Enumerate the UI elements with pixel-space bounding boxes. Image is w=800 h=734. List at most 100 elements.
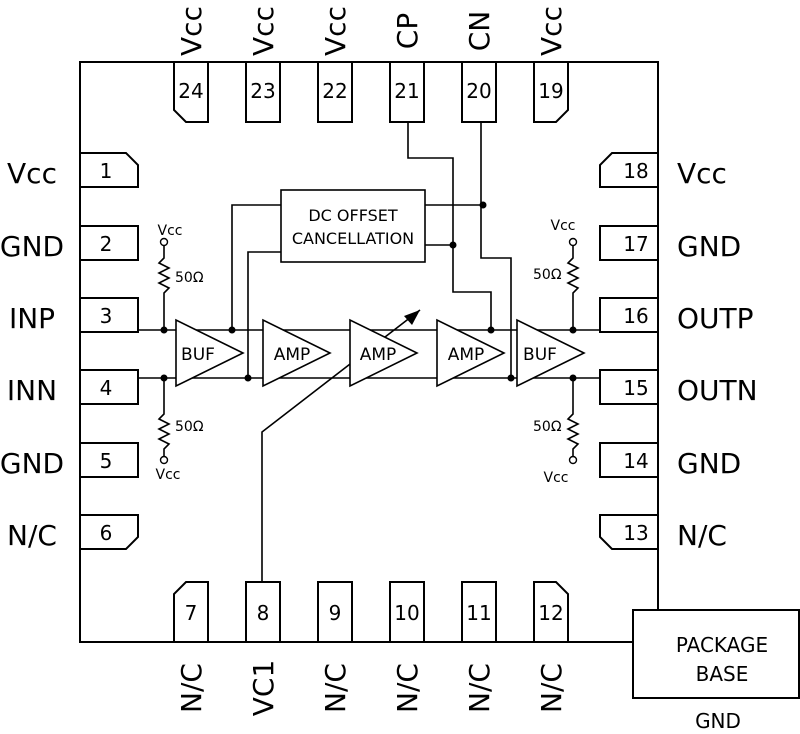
pin-number: 9 bbox=[329, 601, 342, 625]
pin-number: 10 bbox=[394, 601, 419, 625]
input-buffer: BUF bbox=[175, 318, 245, 388]
pin-number: 18 bbox=[623, 159, 648, 183]
pin-number: 4 bbox=[100, 376, 113, 400]
pin-label: Vcc bbox=[247, 6, 280, 56]
pin-label: N/C bbox=[319, 663, 352, 713]
pin-number: 21 bbox=[394, 79, 419, 103]
pin-label: INN bbox=[7, 374, 57, 407]
resistor-label: 50Ω bbox=[533, 419, 562, 435]
pin-13: 13 N/C bbox=[599, 514, 727, 552]
pin-9: 9N/C bbox=[317, 581, 353, 713]
pin-label: Vcc bbox=[535, 6, 568, 56]
pin-label: GND bbox=[677, 447, 741, 480]
output-termination-top: Vcc 50Ω bbox=[533, 218, 580, 302]
pin-label: Vcc bbox=[7, 157, 57, 190]
input-buffer-label: BUF bbox=[181, 345, 215, 365]
pin-15: 15 OUTN bbox=[599, 369, 758, 407]
pin-label: N/C bbox=[7, 519, 57, 552]
pin-16: 16 OUTP bbox=[599, 297, 754, 335]
pin-label: GND bbox=[677, 230, 741, 263]
pin-number: 6 bbox=[100, 521, 113, 545]
pin-5: 5 GND bbox=[0, 442, 139, 480]
pin-number: 20 bbox=[466, 79, 491, 103]
dc-offset-cancellation-block: DC OFFSET CANCELLATION bbox=[280, 189, 426, 263]
pin-7: 7N/C bbox=[173, 581, 209, 713]
resistor-label: 50Ω bbox=[175, 270, 204, 286]
gain-control-arrowhead bbox=[404, 310, 420, 325]
vcc-label: Vcc bbox=[156, 467, 181, 483]
pin-label: GND bbox=[0, 230, 64, 263]
pin-12: 12N/C bbox=[533, 581, 569, 713]
pin-number: 12 bbox=[538, 601, 563, 625]
pin-label: N/C bbox=[463, 663, 496, 713]
amplifier-stage-2-label: AMP bbox=[360, 345, 397, 365]
resistor-label: 50Ω bbox=[175, 419, 204, 435]
pin-label: INP bbox=[9, 302, 55, 335]
pin-label: GND bbox=[0, 447, 64, 480]
amplifier-stage-2: AMP bbox=[349, 318, 419, 388]
package-ground-label: GND bbox=[695, 709, 741, 733]
output-buffer: BUF bbox=[516, 318, 586, 388]
pin-number: 1 bbox=[100, 159, 113, 183]
pin-18: 18 Vcc bbox=[599, 152, 727, 190]
pin-4: 4 INN bbox=[7, 369, 139, 407]
pin-22: 22 Vcc bbox=[317, 6, 353, 123]
pin-number: 3 bbox=[100, 304, 113, 328]
amplifier-stage-1-label: AMP bbox=[274, 345, 311, 365]
pin-23: 23 Vcc bbox=[245, 6, 281, 123]
dc-offset-label-line2: CANCELLATION bbox=[292, 229, 414, 248]
pin-label: OUTP bbox=[677, 302, 754, 335]
pin-number: 11 bbox=[466, 601, 491, 625]
pin-label: N/C bbox=[677, 519, 727, 552]
pin-3: 3 INP bbox=[9, 297, 139, 335]
amplifier-stage-1: AMP bbox=[262, 318, 332, 388]
dc-offset-label-line1: DC OFFSET bbox=[308, 206, 398, 225]
resistor-label: 50Ω bbox=[533, 267, 562, 283]
pin-1: 1 Vcc bbox=[7, 152, 139, 190]
pin-label: N/C bbox=[391, 663, 424, 713]
pin-label: CN bbox=[463, 11, 496, 52]
pin-number: 8 bbox=[257, 601, 270, 625]
pin-label: N/C bbox=[175, 663, 208, 713]
pin-number: 15 bbox=[623, 376, 648, 400]
pin-number: 17 bbox=[623, 232, 648, 256]
pin-number: 24 bbox=[178, 79, 203, 103]
input-termination-top: Vcc 50Ω bbox=[157, 223, 204, 302]
input-termination-bottom: Vcc 50Ω bbox=[156, 406, 204, 483]
pin-label: Vcc bbox=[175, 6, 208, 56]
pin-number: 19 bbox=[538, 79, 563, 103]
vcc-label: Vcc bbox=[544, 470, 569, 486]
pin-19: 19 Vcc bbox=[533, 6, 569, 123]
output-buffer-label: BUF bbox=[523, 345, 557, 365]
package-label-line1: PACKAGE bbox=[676, 633, 768, 657]
pin-number: 23 bbox=[250, 79, 275, 103]
package-label-line2: BASE bbox=[696, 662, 749, 686]
pin-label: Vcc bbox=[677, 157, 727, 190]
pin-6: 6 N/C bbox=[7, 514, 139, 552]
pin-label: Vcc bbox=[319, 6, 352, 56]
pin-number: 7 bbox=[185, 601, 198, 625]
pin-24: 24 Vcc bbox=[173, 6, 209, 123]
vcc-label: Vcc bbox=[551, 218, 576, 234]
vcc-label: Vcc bbox=[158, 223, 183, 239]
package-base: PACKAGE BASE GND bbox=[632, 609, 800, 733]
pin-10: 10N/C bbox=[389, 581, 425, 713]
amplifier-stage-3: AMP bbox=[436, 318, 506, 388]
pin-label: OUTN bbox=[677, 374, 758, 407]
pin-number: 16 bbox=[623, 304, 648, 328]
pin-label: CP bbox=[391, 13, 424, 49]
pin-label: N/C bbox=[535, 663, 568, 713]
pin-20: 20 CN bbox=[461, 11, 497, 123]
pin-17: 17 GND bbox=[599, 225, 741, 263]
pin-number: 5 bbox=[100, 449, 113, 473]
pin-number: 22 bbox=[322, 79, 347, 103]
output-termination-bottom: Vcc 50Ω bbox=[533, 406, 580, 486]
pin-11: 11N/C bbox=[461, 581, 497, 713]
amplifier-stage-3-label: AMP bbox=[448, 345, 485, 365]
pin-number: 13 bbox=[623, 521, 648, 545]
